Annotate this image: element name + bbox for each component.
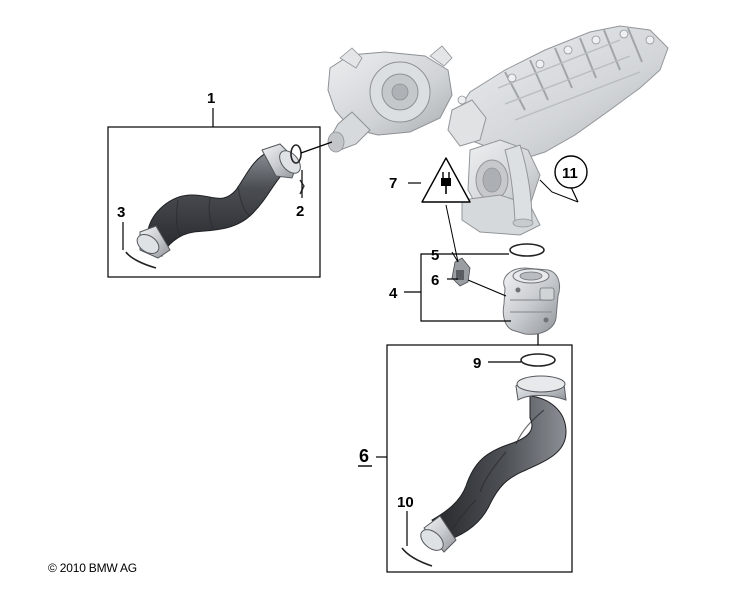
- callout-circle-11: [554, 155, 588, 189]
- o-ring-9: [520, 353, 556, 367]
- callout-label-9: 9: [473, 355, 481, 372]
- callout-label-5: 5: [431, 247, 439, 264]
- callout-label-11: 11: [562, 165, 578, 182]
- sensor-illustration: [451, 251, 471, 287]
- o-ring-5: [509, 243, 545, 257]
- intake-manifold-illustration: [447, 25, 669, 236]
- callout-label-1: 1: [207, 90, 215, 107]
- o-ring-2: [290, 144, 302, 164]
- leader-lines: [107, 108, 579, 573]
- air-mass-meter-illustration: [502, 267, 561, 335]
- turbocharger-illustration: [327, 45, 453, 153]
- charge-air-hose-lower: [420, 375, 567, 553]
- callout-label-7: 7: [389, 175, 397, 192]
- callout-label-2: 2: [296, 203, 304, 220]
- group-box-1: [107, 126, 321, 278]
- callout-label-6: 6: [431, 272, 439, 289]
- charge-air-hose-upper: [136, 143, 305, 259]
- callout-label-10: 10: [397, 494, 414, 511]
- group-box-6: [386, 344, 573, 573]
- callout-label-3: 3: [117, 204, 125, 221]
- o-ring-3: [125, 251, 157, 269]
- copyright-notice: © 2010 BMW AG: [48, 561, 137, 575]
- o-ring-10: [401, 547, 433, 567]
- callout-label-6-underlined: 6: [359, 446, 369, 466]
- warning-triangle-icon: [421, 157, 471, 203]
- callout-label-4: 4: [389, 285, 398, 302]
